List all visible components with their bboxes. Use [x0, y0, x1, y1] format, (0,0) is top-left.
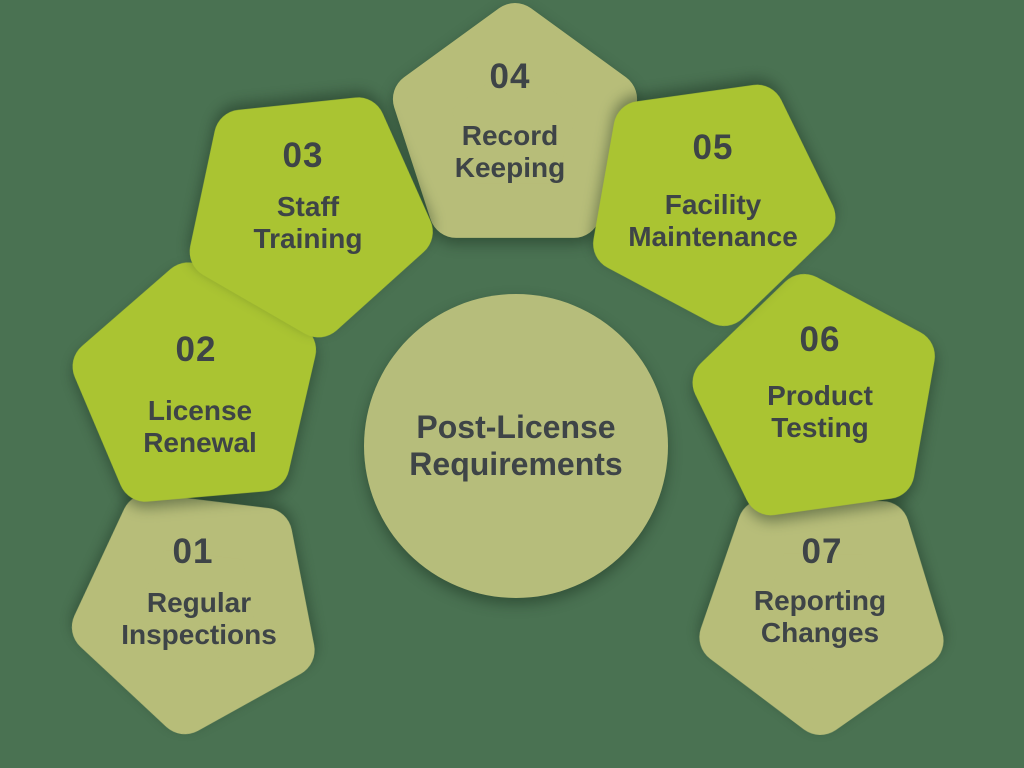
center-title: Post-License Requirements: [409, 409, 623, 482]
step-01-label: Regular Inspections: [121, 587, 277, 650]
center-circle: [364, 294, 668, 598]
step-03-number: 03: [282, 136, 324, 175]
step-03-label: Staff Training: [253, 191, 363, 254]
step-07-number: 07: [801, 532, 843, 571]
step-05-number: 05: [692, 128, 734, 167]
step-02-number: 02: [175, 330, 217, 369]
step-05-label: Facility Maintenance: [628, 189, 798, 252]
step-04-number: 04: [489, 57, 531, 96]
step-07-label: Reporting Changes: [753, 585, 887, 648]
step-06-label: Product Testing: [767, 380, 873, 443]
step-04-label: Record Keeping: [454, 120, 566, 183]
step-01-number: 01: [172, 532, 214, 571]
step-02-label: License Renewal: [143, 395, 257, 458]
step-06-number: 06: [799, 320, 841, 359]
